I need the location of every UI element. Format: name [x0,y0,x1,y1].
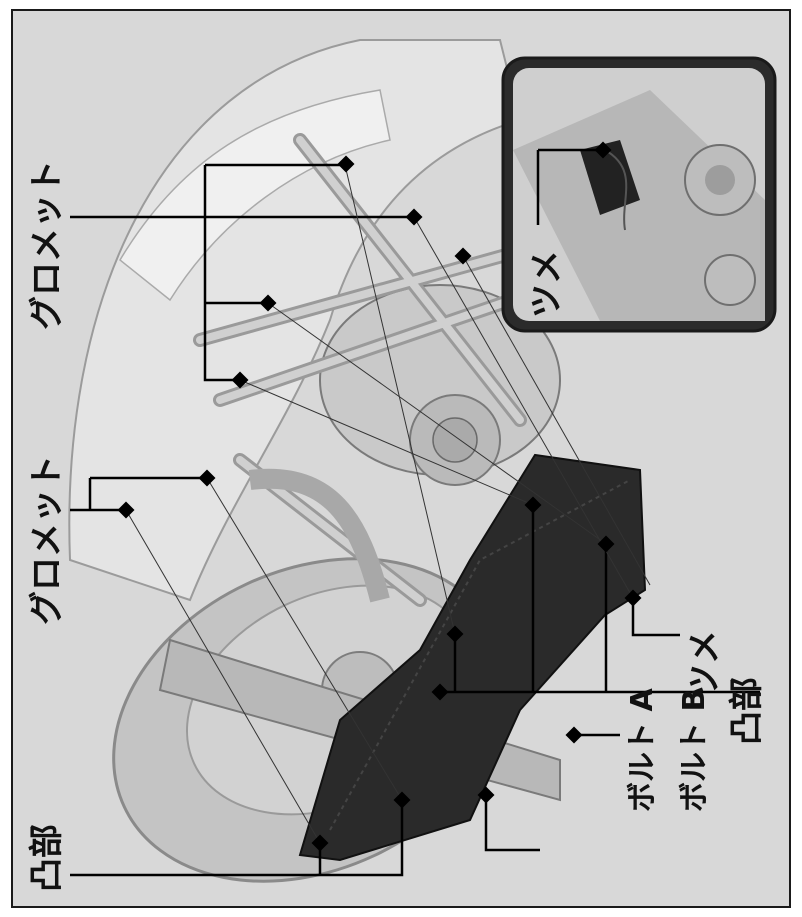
label-grommet-top: グロメット [30,160,64,330]
label-bolt-a: ボルト A [628,688,658,812]
label-boss-right: 凸部 [730,677,764,745]
label-claw-inset: ツメ [530,250,564,318]
label-bolt-b: ボルト B [680,689,710,812]
label-grommet-left: グロメット [30,455,64,625]
label-boss-left: 凸部 [30,824,64,892]
